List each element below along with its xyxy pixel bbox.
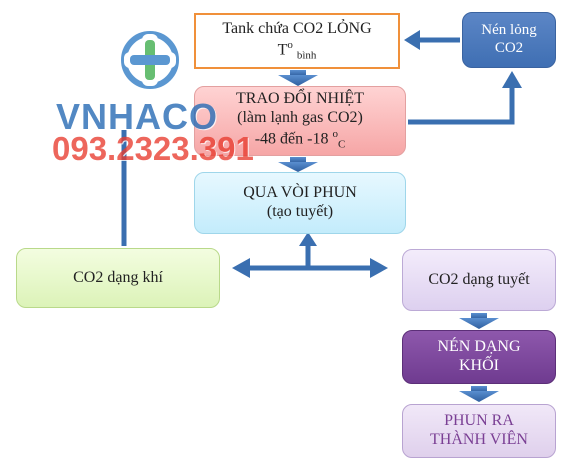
phun-line2: THÀNH VIÊN (430, 431, 528, 448)
trao-doi-node: TRAO ĐỔI NHIỆT (làm lạnh gas CO2) -48 đế… (194, 86, 406, 156)
phun-ra-node: PHUN RA THÀNH VIÊN (402, 404, 556, 458)
tank-line2: To bình (277, 38, 317, 62)
co2-tuyet-node: CO2 dạng tuyết (402, 249, 556, 311)
arrow-nen-to-tank (404, 30, 460, 50)
tank-line1: Tank chứa CO2 LỎNG (222, 19, 372, 37)
tuyet-line1: CO2 dạng tuyết (428, 270, 530, 288)
nen-long-node: Nén lỏng CO2 (462, 12, 556, 68)
arrow-trao-to-nen (408, 71, 522, 125)
nen-khoi-node: NÉN DẠNG KHỐI (402, 330, 556, 384)
qua-voi-phun-node: QUA VÒI PHUN (tạo tuyết) (194, 172, 406, 234)
trao-line3: -48 đến -18 oC (254, 128, 346, 151)
nen-long-line1: Nén lỏng (481, 22, 537, 39)
watermark-brand: VNHACO (56, 96, 219, 137)
co2-khi-node: CO2 dạng khí (16, 248, 220, 308)
arrow-split (232, 232, 388, 278)
khoi-line2: KHỐI (459, 357, 499, 374)
watermark-phone: 093.2323.391 (52, 130, 254, 167)
khoi-line1: NÉN DẠNG (437, 338, 521, 356)
qua-line1: QUA VÒI PHUN (243, 184, 357, 202)
arrow-trao-to-qua (278, 157, 318, 172)
khi-line1: CO2 dạng khí (73, 268, 163, 286)
arrow-tuyet-to-khoi (459, 313, 499, 329)
phun-line1: PHUN RA (444, 412, 514, 430)
line-khi-up (121, 130, 127, 246)
nen-long-line2: CO2 (494, 40, 524, 56)
arrow-tank-to-trao (278, 70, 318, 86)
qua-line2: (tạo tuyết) (266, 203, 334, 220)
trao-line1: TRAO ĐỔI NHIỆT (236, 90, 364, 108)
arrow-khoi-to-phun (459, 386, 499, 402)
vnhaco-logo-icon (121, 31, 179, 89)
trao-line2: (làm lạnh gas CO2) (237, 109, 363, 127)
tank-node: Tank chứa CO2 LỎNG To bình (194, 13, 400, 69)
